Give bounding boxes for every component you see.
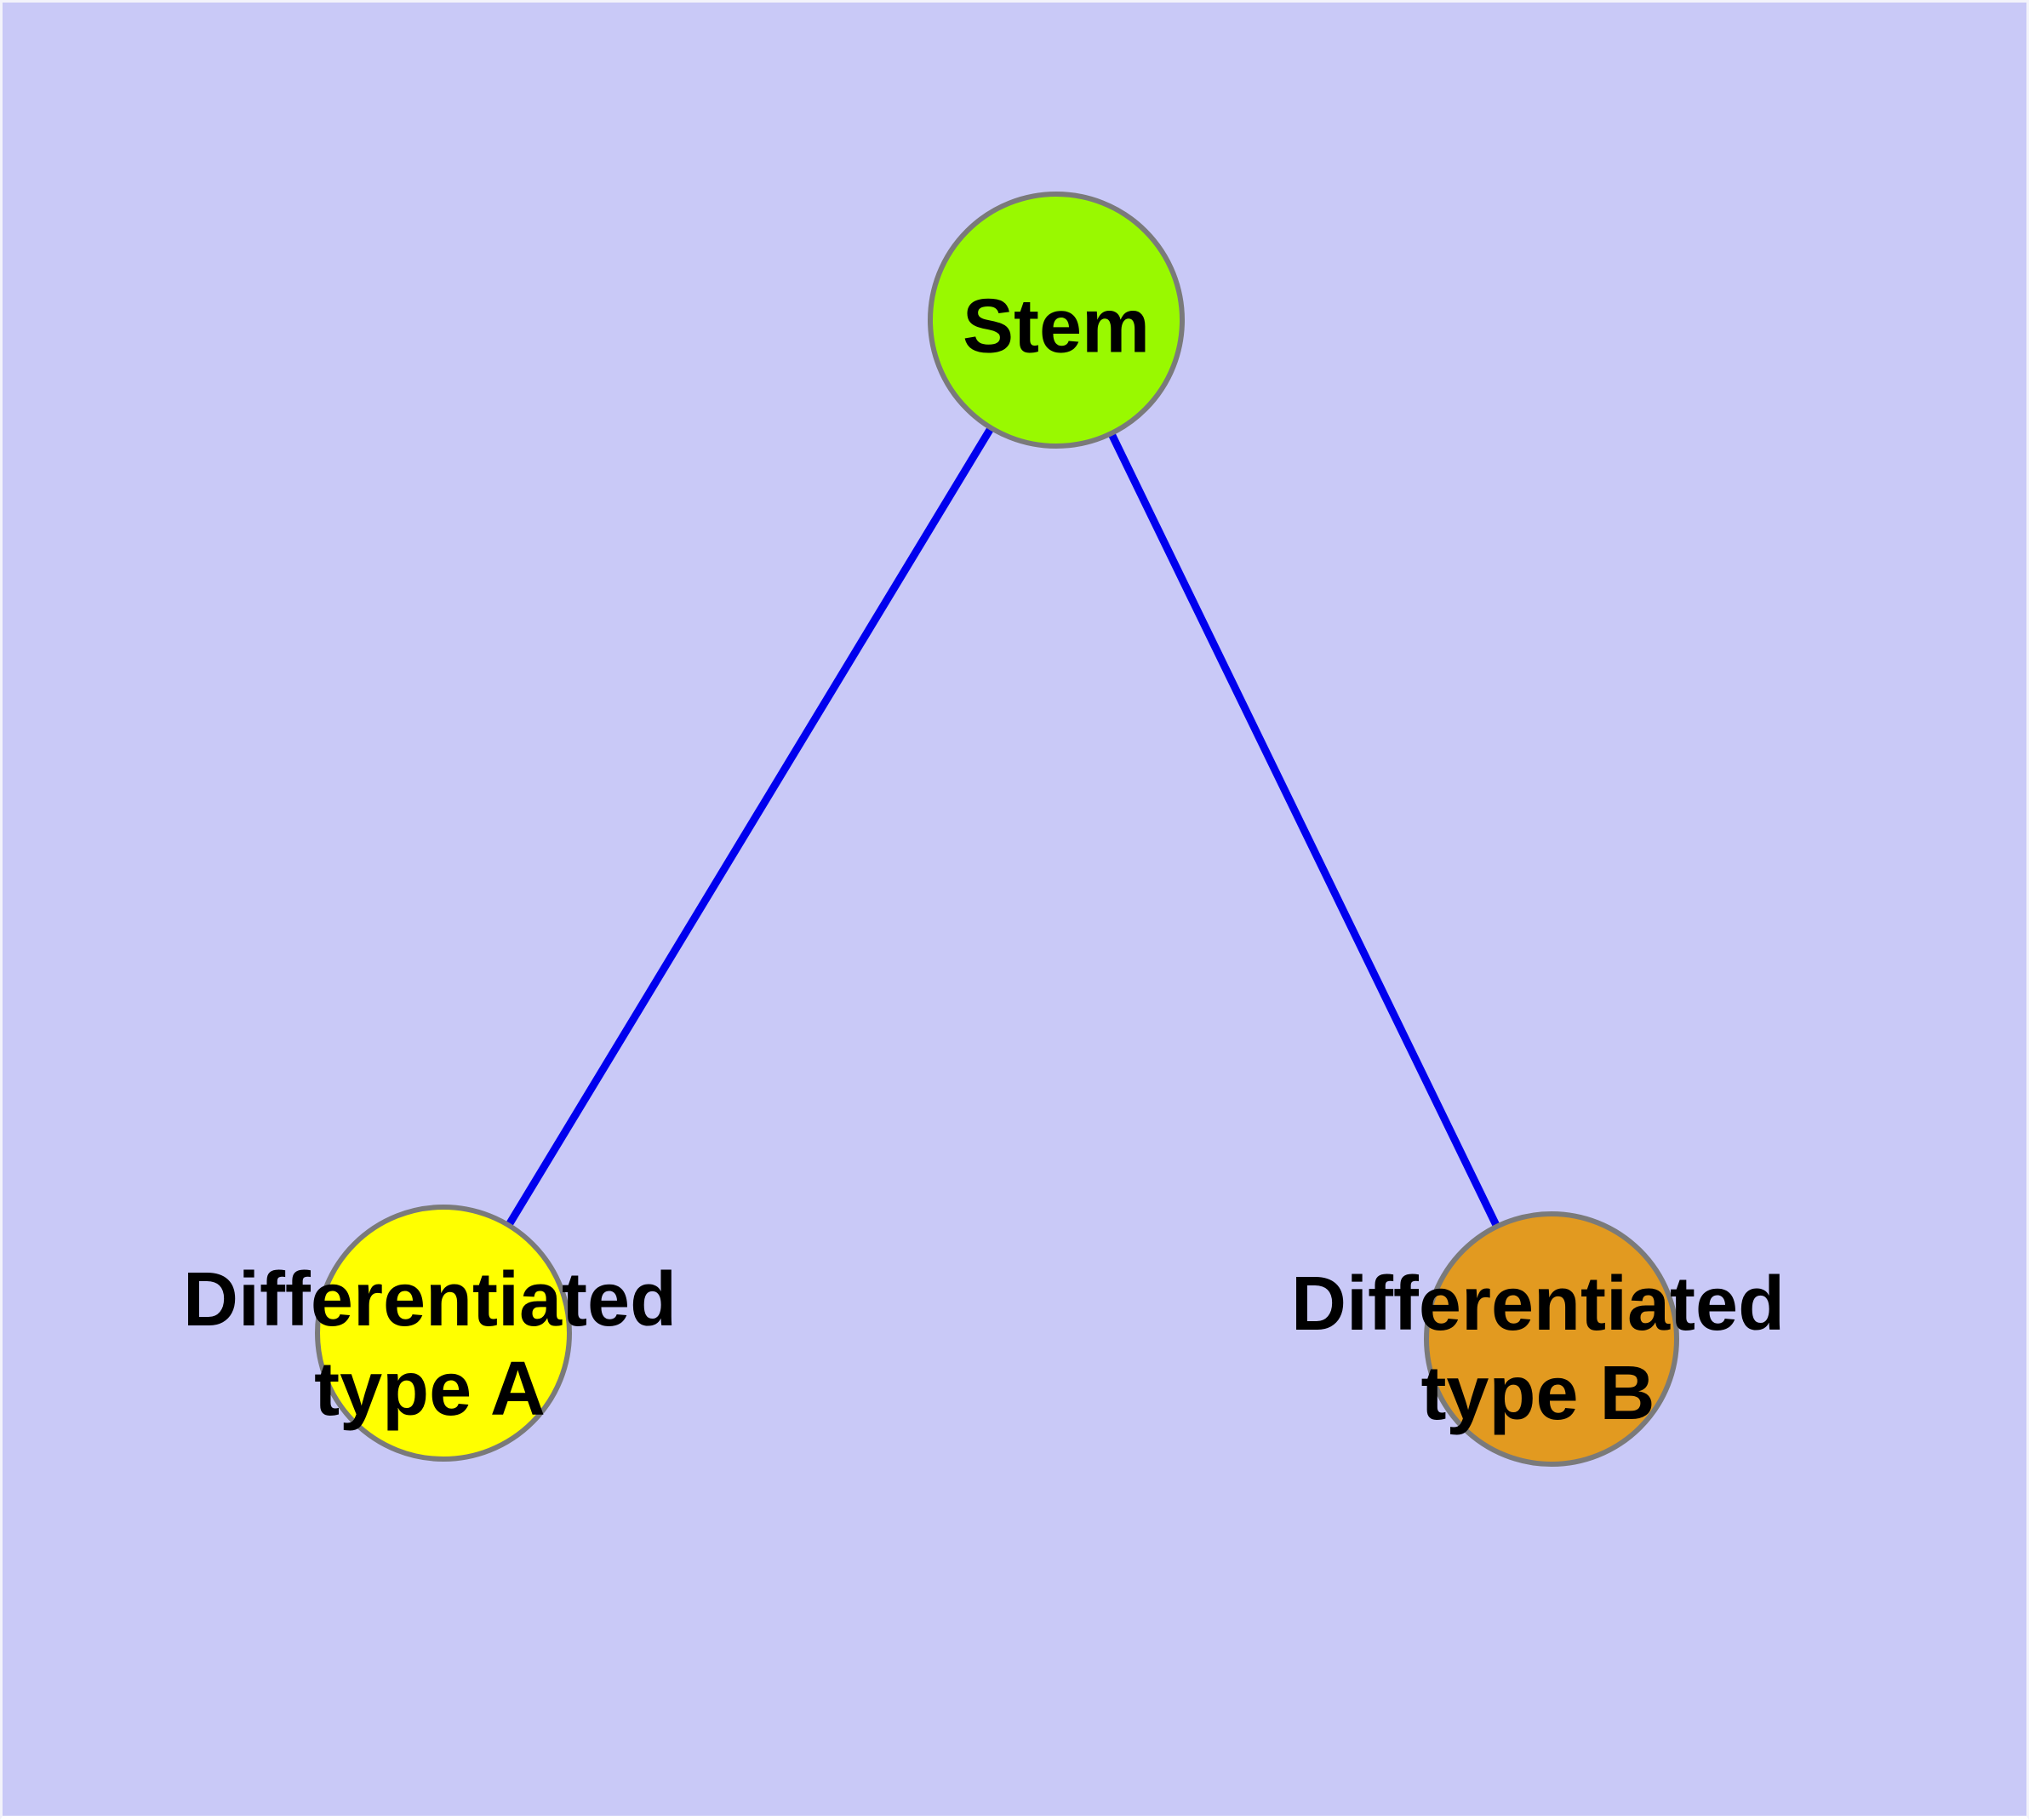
node-differentiated-type-a[interactable] xyxy=(315,1205,572,1462)
node-differentiated-type-a-label: Differentiated type A xyxy=(183,1256,677,1434)
edge-stem-to-type-a xyxy=(440,318,1060,1336)
node-type-b-label-line-2: type B xyxy=(1420,1351,1655,1436)
node-stem[interactable] xyxy=(928,192,1185,449)
node-differentiated-type-b[interactable] xyxy=(1424,1211,1679,1467)
node-differentiated-type-b-label: Differentiated type B xyxy=(1291,1260,1785,1439)
node-type-b-label-line-1: Differentiated xyxy=(1290,1262,1786,1347)
node-stem-label-line: Stem xyxy=(962,283,1151,369)
edges-layer xyxy=(440,318,1556,1341)
node-type-a-label-line-1: Differentiated xyxy=(182,1257,677,1342)
node-stem-label: Stem xyxy=(963,283,1150,372)
node-type-a-label-line-2: type A xyxy=(314,1347,546,1432)
edge-stem-to-type-b xyxy=(1052,318,1556,1341)
